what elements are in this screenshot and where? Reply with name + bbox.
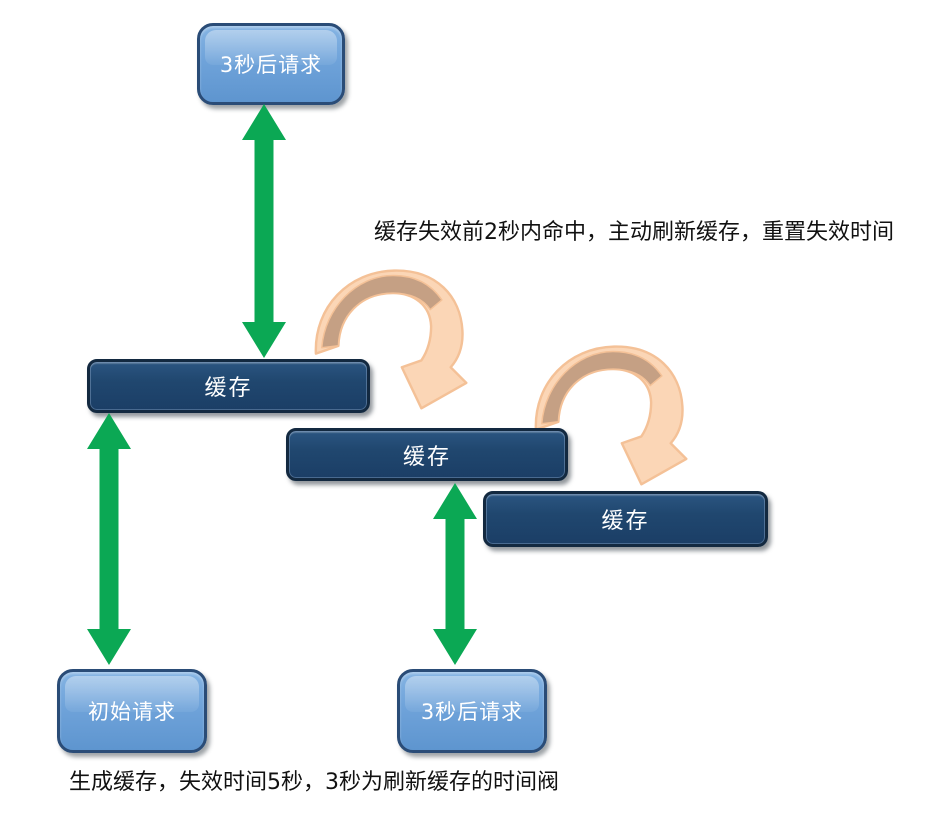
- node-request-after-3s-top: 3秒后请求: [197, 23, 345, 105]
- double-arrow-vertical-icon: [433, 483, 477, 665]
- node-label: 3秒后请求: [219, 53, 323, 77]
- double-arrow-vertical-icon: [242, 104, 286, 358]
- node-request-after-3s-bottom: 3秒后请求: [397, 669, 547, 753]
- node-cache-3: 缓存: [483, 491, 768, 547]
- node-label: 缓存: [204, 376, 253, 401]
- annotation-refresh-note: 缓存失效前2秒内命中，主动刷新缓存，重置失效时间: [374, 220, 894, 245]
- node-label: 初始请求: [88, 700, 176, 724]
- annotation-generate-note: 生成缓存，失效时间5秒，3秒为刷新缓存的时间阀: [69, 770, 559, 795]
- node-cache-1: 缓存: [87, 359, 370, 413]
- node-label: 缓存: [601, 509, 650, 534]
- node-initial-request: 初始请求: [57, 669, 207, 753]
- double-arrow-vertical-icon: [87, 413, 131, 665]
- curved-arrow-icon: [534, 345, 688, 486]
- node-label: 3秒后请求: [420, 700, 524, 724]
- curved-arrow-icon: [314, 269, 468, 410]
- node-label: 缓存: [402, 444, 451, 470]
- node-cache-2: 缓存: [286, 428, 568, 481]
